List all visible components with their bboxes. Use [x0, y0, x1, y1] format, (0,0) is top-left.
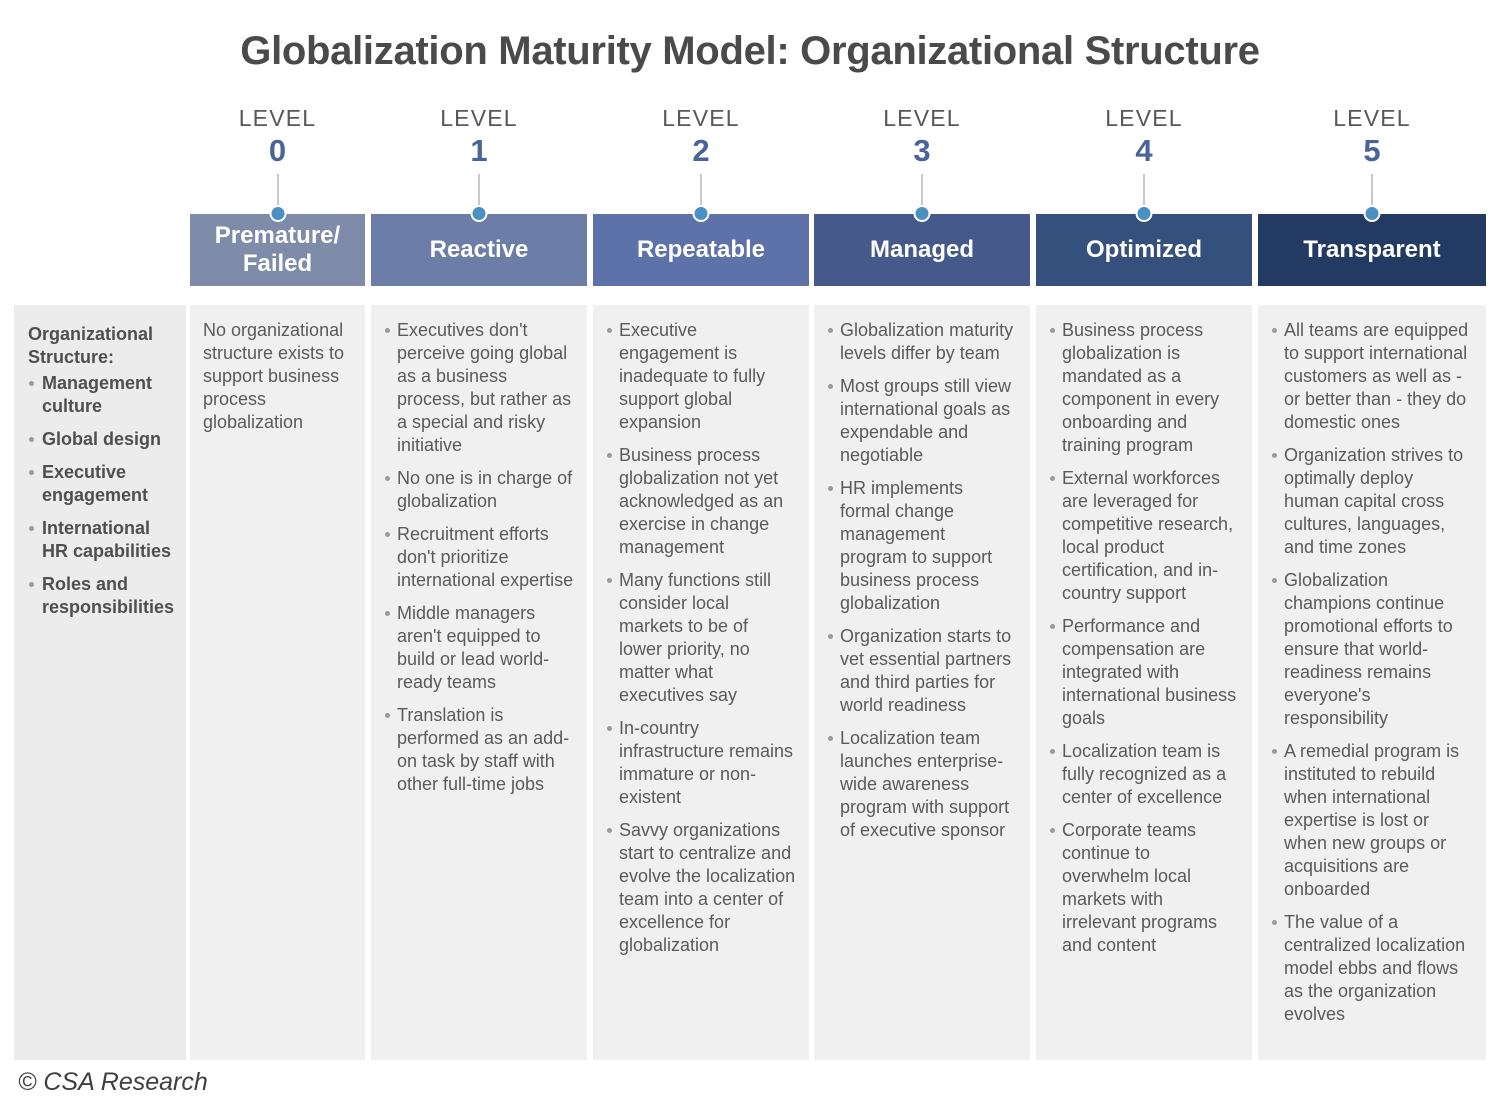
level-panel-5: All teams are equipped to support intern… [1258, 305, 1486, 1060]
sidebar-item-3: International HR capabilities [28, 517, 174, 563]
level-panel-2: Executive engagement is inadequate to fu… [593, 305, 809, 1060]
list-item: Savvy organizations start to centralize … [606, 819, 796, 957]
stage-header-3[interactable]: Managed [814, 214, 1030, 286]
level-word-label: LEVEL [883, 105, 961, 131]
connector-line-icon [276, 174, 279, 214]
content-panels: Organizational Structure: Management cult… [0, 305, 1500, 1060]
level-panel-1: Executives don't perceive going global a… [371, 305, 587, 1060]
level-number-3: 3 [913, 133, 931, 168]
sidebar-item-2: Executive engagement [28, 461, 174, 507]
level-bullet-list-1: Executives don't perceive going global a… [384, 319, 574, 796]
level-bullet-list-4: Business process globalization is mandat… [1049, 319, 1239, 957]
list-item: HR implements formal change management p… [827, 477, 1017, 615]
list-item: Localization team launches enterprise-wi… [827, 727, 1017, 842]
level-number-0: 0 [268, 133, 287, 168]
list-item: Business process globalization not yet a… [606, 444, 796, 559]
connector-dot-icon [470, 205, 488, 222]
level-word-label: LEVEL [1333, 105, 1411, 131]
level-panel-4: Business process globalization is mandat… [1036, 305, 1252, 1060]
level-word-label: LEVEL [440, 105, 518, 131]
connector-line-icon [1143, 174, 1145, 214]
list-item: Middle managers aren't equipped to build… [384, 602, 574, 694]
connector-line-icon [700, 174, 702, 214]
list-item: Many functions still consider local mark… [606, 569, 796, 707]
level-number-2: 2 [692, 133, 710, 168]
stage-header-4[interactable]: Optimized [1036, 214, 1252, 286]
stage-header-5[interactable]: Transparent [1258, 214, 1486, 286]
list-item: Globalization maturity levels differ by … [827, 319, 1017, 365]
connector-dot-icon [913, 205, 931, 222]
list-item: Business process globalization is mandat… [1049, 319, 1239, 457]
level-bullet-list-3: Globalization maturity levels differ by … [827, 319, 1017, 842]
level-number-5: 5 [1363, 133, 1381, 168]
list-item: Performance and compensation are integra… [1049, 615, 1239, 730]
list-item: Recruitment efforts don't prioritize int… [384, 523, 574, 592]
level-number-4: 4 [1135, 133, 1153, 168]
list-item: Globalization champions continue promoti… [1271, 569, 1473, 730]
sidebar-item-4: Roles and responsibilities [28, 573, 174, 619]
list-item: All teams are equipped to support intern… [1271, 319, 1473, 434]
page-title: Globalization Maturity Model: Organizati… [240, 29, 1260, 73]
level-bullet-list-2: Executive engagement is inadequate to fu… [606, 319, 796, 957]
connector-dot-icon [269, 205, 286, 222]
list-item: Organization starts to vet essential par… [827, 625, 1017, 717]
list-item: Most groups still view international goa… [827, 375, 1017, 467]
sidebar-item-1: Global design [28, 428, 174, 451]
connector-dot-icon [1363, 205, 1381, 222]
connector-line-icon [921, 174, 923, 214]
copyright-footer: © CSA Research [18, 1068, 208, 1096]
level-word-label: LEVEL [1105, 105, 1183, 131]
sidebar-dimensions-panel: Organizational Structure: Management cult… [14, 305, 186, 1060]
connector-dot-icon [1135, 205, 1153, 222]
stage-header-2[interactable]: Repeatable [593, 214, 809, 286]
list-item: Corporate teams continue to overwhelm lo… [1049, 819, 1239, 957]
sidebar-item-0: Management culture [28, 372, 174, 418]
level-panel-0: No organizational structure exists to su… [190, 305, 365, 1060]
level-word-label: LEVEL [238, 105, 317, 131]
level-word-label: LEVEL [662, 105, 740, 131]
connector-dot-icon [692, 205, 710, 222]
list-item: Executives don't perceive going global a… [384, 319, 574, 457]
level-number-1: 1 [470, 133, 488, 168]
list-item: Executive engagement is inadequate to fu… [606, 319, 796, 434]
connector-line-icon [478, 174, 480, 214]
stage-header-1[interactable]: Reactive [371, 214, 587, 286]
connector-line-icon [1371, 174, 1373, 214]
list-item: Localization team is fully recognized as… [1049, 740, 1239, 809]
sidebar-heading: Organizational Structure: [28, 324, 154, 367]
list-item: The value of a centralized localization … [1271, 911, 1473, 1026]
stage-header-0[interactable]: Premature/Failed [190, 214, 365, 286]
level-panel-3: Globalization maturity levels differ by … [814, 305, 1030, 1060]
list-item: A remedial program is instituted to rebu… [1271, 740, 1473, 901]
list-item: No one is in charge of globalization [384, 467, 574, 513]
level-paragraph-0: No organizational structure exists to su… [203, 320, 345, 432]
list-item: In-country infrastructure remains immatu… [606, 717, 796, 809]
level-bullet-list-5: All teams are equipped to support intern… [1271, 319, 1473, 1026]
list-item: Organization strives to optimally deploy… [1271, 444, 1473, 559]
list-item: Translation is performed as an add-on ta… [384, 704, 574, 796]
list-item: External workforces are leveraged for co… [1049, 467, 1239, 605]
